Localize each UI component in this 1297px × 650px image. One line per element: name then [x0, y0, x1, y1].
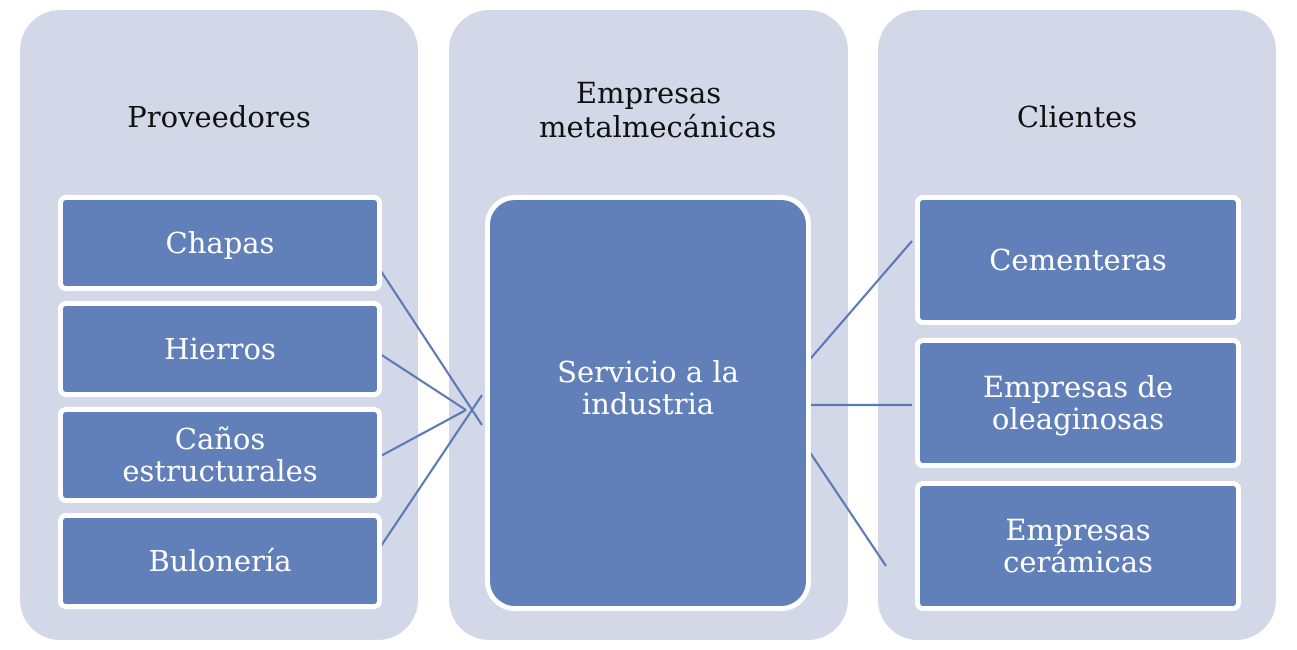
supplier-label: Chapas: [165, 226, 275, 260]
clients-title: Clientes: [1016, 100, 1138, 134]
client-label: Cementeras: [989, 243, 1167, 277]
supplier-label: Hierros: [164, 332, 276, 366]
supplier-label: Bulonería: [148, 544, 292, 578]
client-box-cementeras: Cementeras: [915, 195, 1241, 325]
supplier-box-canos: Caños estructurales: [58, 407, 382, 503]
client-label: Empresas cerámicas: [1003, 513, 1153, 579]
supplier-box-chapas: Chapas: [58, 195, 382, 291]
client-box-oleaginosas: Empresas de oleaginosas: [915, 338, 1241, 468]
supplier-box-buloneria: Bulonería: [58, 513, 382, 609]
client-box-ceramicas: Empresas cerámicas: [915, 481, 1241, 611]
suppliers-title: Proveedores: [127, 100, 311, 134]
client-label: Empresas de oleaginosas: [982, 370, 1174, 436]
supplier-box-hierros: Hierros: [58, 301, 382, 397]
center-service-label: Servicio a la industria: [557, 355, 739, 421]
companies-title: Empresas metalmecánicas: [539, 76, 777, 144]
center-service-box: Servicio a la industria: [485, 195, 811, 611]
supplier-label: Caños estructurales: [122, 422, 318, 488]
